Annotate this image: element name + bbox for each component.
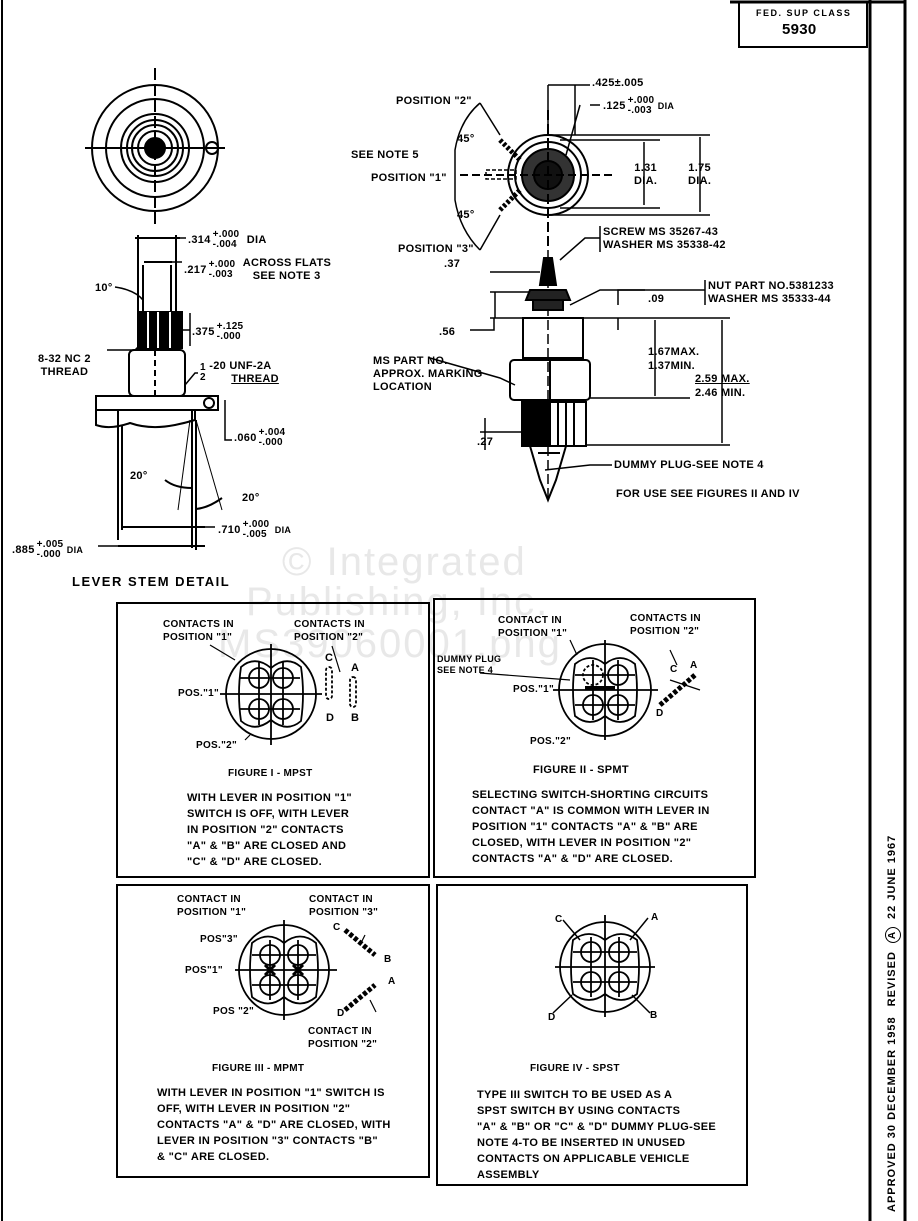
washer-spec-1: WASHER MS 35338-42: [603, 239, 726, 251]
dim-37: .37: [444, 258, 461, 270]
dim-125: .125+.000-.003 DIA: [603, 95, 675, 116]
label-position-1: POSITION "1": [371, 172, 447, 184]
dim-710: .710+.000-.005 DIA: [218, 519, 292, 540]
revision-letter-circle: A: [885, 927, 901, 944]
figure-1-caption: FIGURE I - MPST: [228, 768, 313, 779]
fed-sup-class-label: FED. SUP CLASS: [756, 8, 852, 18]
figure-2-contact-diagram: [479, 639, 701, 740]
figure-3-box: [116, 884, 430, 1178]
figure-1-contact-a: A: [351, 662, 360, 674]
lever-stem-detail-title: LEVER STEM DETAIL: [72, 574, 231, 589]
for-use-note: FOR USE SEE FIGURES II AND IV: [616, 488, 800, 500]
figure-1-pos1: POS."1": [178, 688, 220, 699]
figure-4-contact-diagram: [552, 915, 655, 1017]
dim-885: .885+.005-.000 DIA: [12, 539, 84, 560]
figure-4-contact-b: B: [650, 1010, 658, 1021]
label-position-2: POSITION "2": [396, 95, 472, 107]
figure-2-contact-c: C: [670, 664, 678, 675]
figure-3-contact-d: D: [337, 1008, 345, 1019]
marking-location-note: MS PART NO. APPROX. MARKING LOCATION: [373, 355, 483, 393]
figure-4-caption: FIGURE IV - SPST: [530, 1063, 620, 1074]
dim-060: .060+.004-.000: [234, 427, 286, 448]
figure-2-pos1: POS."1": [513, 684, 555, 695]
figure-1-description: WITH LEVER IN POSITION "1" SWITCH IS OFF…: [187, 792, 352, 868]
figure-4-contact-a: A: [651, 912, 659, 923]
figure-3-pos1: POS"1": [185, 965, 223, 976]
top-view-circles: [85, 68, 225, 225]
figure-4-box: [436, 884, 748, 1186]
angle-20-left: 20°: [130, 470, 148, 482]
figure-4-contact-c: C: [555, 914, 563, 925]
angle-45-top: 45°: [457, 133, 475, 145]
figure-1-pos2: POS."2": [196, 740, 238, 751]
figure-3-caption: FIGURE III - MPMT: [212, 1063, 305, 1074]
height-2: 2.59 MAX. 2.46 MIN.: [695, 373, 750, 399]
figure-3-contact-c: C: [333, 922, 341, 933]
figure-3-contact-diagram: [235, 920, 377, 1020]
thread-8-32: 8-32 NC 2 THREAD: [38, 353, 91, 378]
figure-4-contact-d: D: [548, 1012, 556, 1023]
label-see-note-5: SEE NOTE 5: [351, 149, 419, 161]
figure-2-pos2: POS."2": [530, 736, 572, 747]
figure-3-label-contact-pos3: CONTACT IN POSITION "3": [309, 894, 379, 918]
figure-3-pos2: POS "2": [213, 1006, 255, 1017]
figure-1-box: [116, 602, 430, 878]
dim-09: .09: [648, 293, 665, 305]
switch-side-view: [429, 226, 730, 503]
dim-375: .375+.125-.000: [192, 321, 244, 342]
washer-spec-2: WASHER MS 35333-44: [708, 293, 831, 305]
angle-45-bottom: 45°: [457, 209, 475, 221]
figure-2-dummy-plug: DUMMY PLUG SEE NOTE 4: [437, 654, 502, 675]
figure-2-contact-d: D: [656, 708, 664, 719]
figure-2-label-contacts-pos2: CONTACTS IN POSITION "2": [630, 613, 701, 637]
dim-56: .56: [439, 326, 456, 338]
approval-revision-note: APPROVED 30 DECEMBER 1958 REVISED A 22 J…: [885, 835, 901, 1212]
screw-spec: SCREW MS 35267-43: [603, 226, 719, 238]
angle-20-right: 20°: [242, 492, 260, 504]
figure-1-contact-b: B: [351, 712, 360, 724]
fed-sup-class-value: 5930: [782, 21, 817, 38]
dummy-plug-note: DUMMY PLUG-SEE NOTE 4: [614, 459, 764, 471]
watermark-line-3: MS39060001.png: [218, 622, 562, 666]
figure-3-contact-b: B: [384, 954, 392, 965]
figure-2-box: [433, 598, 756, 878]
figure-2-label-contact-pos1: CONTACT IN POSITION "1": [498, 615, 568, 639]
figure-3-contact-a: A: [388, 976, 396, 987]
angle-10: 10°: [95, 282, 113, 294]
figure-4-description: TYPE III SWITCH TO BE USED AS A SPST SWI…: [477, 1089, 717, 1181]
label-position-3: POSITION "3": [398, 243, 474, 255]
figure-1-label-contacts-pos2: CONTACTS IN POSITION "2": [294, 619, 365, 643]
figure-1-contact-diagram: [209, 644, 357, 745]
height-1: 1.67MAX. 1.37MIN.: [648, 346, 700, 372]
stem-side-view: [95, 235, 223, 550]
figure-2-caption: FIGURE II - SPMT: [533, 764, 629, 776]
watermark-line-1: © Integrated: [282, 540, 527, 584]
figure-1-label-contacts-pos1: CONTACTS IN POSITION "1": [163, 619, 234, 643]
figure-1-contact-c: C: [325, 652, 334, 664]
figure-3-description: WITH LEVER IN POSITION "1" SWITCH IS OFF…: [157, 1087, 391, 1163]
figure-3-pos3: POS"3": [200, 934, 238, 945]
figure-2-contact-a: A: [690, 660, 698, 671]
dim-314: .314+.000-.004 DIA: [188, 229, 267, 250]
switch-front-view: [454, 84, 710, 251]
figure-1-contact-d: D: [326, 712, 335, 724]
figure-2-description: SELECTING SWITCH-SHORTING CIRCUITS CONTA…: [472, 789, 710, 865]
dim-27: .27: [477, 436, 494, 448]
figure-3-label-contact-pos2: CONTACT IN POSITION "2": [308, 1026, 378, 1050]
dim-425: .425±.005: [592, 77, 644, 89]
figure-3-label-contact-pos1: CONTACT IN POSITION "1": [177, 894, 247, 918]
nut-spec: NUT PART NO.5381233: [708, 280, 834, 292]
